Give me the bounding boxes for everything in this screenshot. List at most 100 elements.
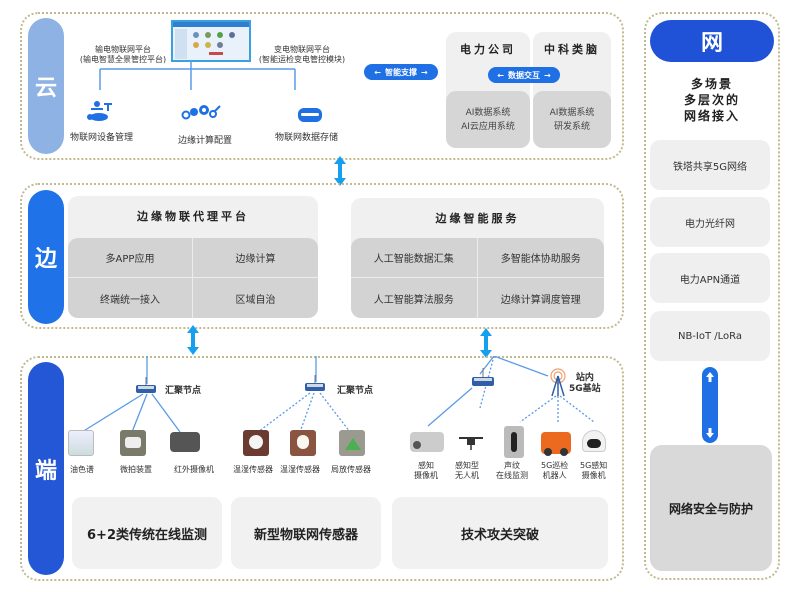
iot-proxy-grid: 多APP应用 边缘计算 终端统一接入 区域自治 bbox=[68, 238, 318, 318]
iot-proxy-title: 边缘物联代理平台 bbox=[137, 210, 249, 223]
aggregation-node-label: 汇聚节点 bbox=[165, 386, 202, 396]
device-label-line: 摄像机 bbox=[414, 471, 438, 480]
5g-base-station-icon bbox=[550, 368, 566, 397]
edge-ai-title: 边缘智能服务 bbox=[435, 212, 520, 225]
5g-inspection-robot-icon bbox=[541, 432, 571, 456]
platform-left-line1: 输电物联网平台 bbox=[95, 45, 151, 54]
micro-camera-device-icon bbox=[120, 430, 146, 456]
edge-ai-grid: 人工智能数据汇集 多智能体协助服务 人工智能算法服务 边缘计算调度管理 bbox=[351, 238, 604, 318]
platform-right-line1: 变电物联网平台 bbox=[274, 45, 330, 54]
double-arrow-icon bbox=[480, 328, 492, 358]
network-heading-line: 多层次的 bbox=[683, 93, 740, 107]
data-exchange-label: 数据交互 bbox=[508, 70, 540, 80]
device-label: 油色谱 bbox=[70, 465, 94, 474]
device-label: 感知型 无人机 bbox=[455, 461, 479, 481]
network-security-card: 网络安全与防护 bbox=[650, 445, 772, 571]
edge-ai-item: 多智能体协助服务 bbox=[477, 238, 604, 278]
arrow-left-icon: ← bbox=[374, 67, 381, 77]
device-label: 局放传感器 bbox=[331, 465, 371, 474]
device-label-line: 感知 bbox=[418, 461, 434, 470]
device-label: 5G巡检 机器人 bbox=[541, 461, 568, 481]
double-arrow-icon bbox=[334, 156, 346, 186]
device-label-line: 摄像机 bbox=[581, 471, 606, 480]
device-label-line: 机器人 bbox=[542, 471, 567, 480]
vertical-double-arrow-icon bbox=[702, 367, 718, 443]
device-label: 温湿传感器 bbox=[233, 465, 273, 474]
network-heading-line: 多场景 bbox=[690, 77, 733, 91]
arrow-right-icon: → bbox=[544, 70, 551, 80]
temp-humidity-sensor-icon bbox=[290, 430, 316, 456]
edge-ai-item: 边缘计算调度管理 bbox=[500, 294, 581, 306]
cloud-layer-panel bbox=[20, 12, 624, 160]
cloud-function-label: 物联网设备管理 bbox=[70, 133, 134, 143]
category-card-new-iot-sensors: 新型物联网传感器 bbox=[231, 497, 381, 569]
device-label-line: 感知型 bbox=[455, 461, 479, 470]
device-label: 红外摄像机 bbox=[174, 465, 214, 474]
partner-system: AI数据系统 bbox=[549, 107, 595, 118]
device-management-icon bbox=[87, 101, 112, 121]
platform-right-line2: (智能运检变电管控模块) bbox=[258, 55, 346, 64]
platform-screenshot bbox=[171, 20, 251, 62]
drone-icon bbox=[459, 437, 483, 450]
partner-card-zhongke: 中科类脑 AI数据系统 研发系统 bbox=[533, 32, 611, 148]
device-label: 声纹 在线监测 bbox=[496, 461, 528, 481]
network-heading: 多场景 多层次的 网络接入 bbox=[650, 76, 774, 124]
network-item-5g: 铁塔共享5G网络 bbox=[650, 140, 770, 190]
partner-systems-box: AI数据系统 研发系统 bbox=[533, 91, 611, 148]
device-label: 温湿传感器 bbox=[280, 465, 320, 474]
platform-right-title: 变电物联网平台 (智能运检变电管控模块) bbox=[252, 45, 352, 65]
partner-card-power-company: 电力公司 AI数据系统 AI云应用系统 bbox=[446, 32, 530, 148]
edge-layer-label: 边 bbox=[34, 247, 57, 272]
smart-support-label: 智能支撑 bbox=[385, 67, 417, 77]
category-card-traditional-monitoring: 6+2类传统在线监测 bbox=[72, 497, 222, 569]
end-layer-label: 端 bbox=[34, 458, 57, 484]
network-heading-line: 网络接入 bbox=[683, 109, 740, 123]
platform-left-title: 输电物联网平台 (输电智慧全景管控平台) bbox=[78, 45, 168, 65]
network-item-fiber: 电力光纤网 bbox=[650, 197, 770, 247]
aggregation-node-label: 汇聚节点 bbox=[337, 386, 374, 396]
cloud-function-label: 边缘计算配置 bbox=[178, 136, 233, 146]
partner-system: AI数据系统 bbox=[465, 107, 511, 118]
device-label-line: 在线监测 bbox=[496, 471, 528, 480]
partner-system: AI云应用系统 bbox=[461, 121, 515, 132]
sensing-camera-icon bbox=[410, 432, 444, 452]
partner-system: 研发系统 bbox=[553, 121, 590, 132]
platform-left-line2: (输电智慧全景管控平台) bbox=[79, 55, 167, 64]
end-device-wiring bbox=[81, 356, 595, 433]
edge-ai-item: 人工智能数据汇集 bbox=[351, 238, 478, 278]
smart-support-pill: ← 智能支撑 → bbox=[364, 64, 438, 80]
arrow-right-icon: → bbox=[421, 67, 428, 77]
category-card-tech-breakthrough: 技术攻关突破 bbox=[392, 497, 608, 569]
data-exchange-pill: ← 数据交互 → bbox=[488, 67, 560, 83]
network-item-nbiot-lora: NB-IoT /LoRa bbox=[650, 311, 770, 361]
cloud-layer-label: 云 bbox=[34, 76, 57, 101]
temp-humidity-sensor-icon bbox=[243, 430, 269, 456]
end-layer-panel bbox=[20, 356, 624, 581]
cloud-connector-lines bbox=[99, 60, 296, 90]
partner-systems-box: AI数据系统 AI云应用系统 bbox=[446, 91, 530, 148]
device-label: 感知 摄像机 bbox=[414, 461, 438, 481]
network-layer-band: 网 bbox=[650, 20, 774, 62]
voiceprint-monitor-icon bbox=[504, 426, 524, 458]
edge-layer-panel bbox=[20, 183, 624, 329]
partner-title: 中科类脑 bbox=[544, 43, 600, 56]
oil-chromatography-device-icon bbox=[68, 430, 94, 456]
cloud-function-label: 物联网数据存储 bbox=[275, 133, 339, 143]
double-arrow-icon bbox=[187, 325, 199, 355]
device-label: 5G感知 摄像机 bbox=[580, 461, 607, 481]
aggregation-node-icon bbox=[305, 375, 325, 391]
end-layer-band: 端 bbox=[28, 362, 64, 575]
partial-discharge-sensor-icon bbox=[339, 430, 365, 456]
device-label-line: 声纹 bbox=[504, 461, 520, 470]
5g-base-station-label: 站内 5G基站 bbox=[569, 373, 601, 395]
edge-ai-item: 人工智能算法服务 bbox=[351, 278, 478, 318]
5g-station-line1: 站内 bbox=[575, 373, 594, 383]
device-label-line: 5G巡检 bbox=[541, 461, 569, 470]
iot-proxy-item: 多APP应用 bbox=[68, 238, 193, 278]
cloud-layer-band: 云 bbox=[28, 18, 64, 154]
network-item-apn: 电力APN通道 bbox=[650, 253, 770, 303]
device-label: 微拍装置 bbox=[120, 465, 152, 474]
5g-station-line2: 5G基站 bbox=[569, 384, 601, 394]
database-icon bbox=[298, 108, 322, 122]
aggregation-node-icon bbox=[472, 368, 494, 386]
